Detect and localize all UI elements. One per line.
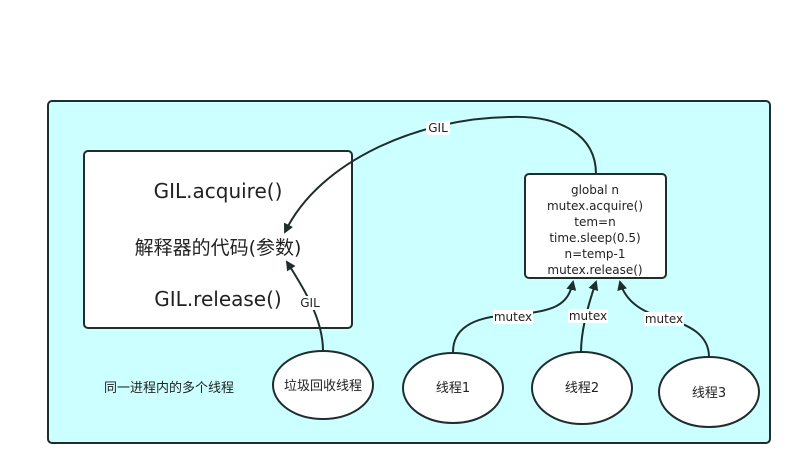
code-line: time.sleep(0.5) — [549, 231, 640, 245]
gil-top-label-bg — [426, 121, 450, 135]
gil-acquire-text: GIL.acquire() — [154, 179, 283, 203]
thread-label: 线程2 — [565, 381, 599, 396]
thread-node — [402, 352, 504, 424]
code-line: global n — [571, 183, 619, 197]
code-line: tem=n — [574, 215, 615, 229]
thread-label: 线程3 — [692, 386, 726, 401]
gil-edge-top — [284, 115, 597, 234]
gil-top-label: GIL — [428, 121, 448, 135]
code-line: mutex.release() — [547, 263, 642, 277]
interpreter-code-text: 解释器的代码(参数) — [135, 237, 302, 259]
code-line: mutex.acquire() — [547, 199, 643, 213]
code-line: n=temp-1 — [564, 247, 625, 261]
gc-thread-label: 垃圾回收线程 — [284, 379, 362, 394]
process-caption: 同一进程内的多个线程 — [104, 380, 234, 396]
mutex-label-bg — [493, 310, 533, 324]
gc-thread-node — [272, 350, 374, 420]
mutex-label: mutex — [494, 310, 532, 324]
gil-gc-label-bg — [298, 296, 322, 310]
mutex-label-bg — [568, 309, 608, 323]
mutex-label-bg — [644, 312, 684, 326]
interpreter-box — [83, 150, 353, 329]
thread-label: 线程1 — [436, 381, 470, 396]
gil-release-text: GIL.release() — [154, 287, 281, 311]
gil-gc-label: GIL — [300, 296, 320, 310]
thread-node — [658, 356, 760, 428]
mutex-label: mutex — [645, 312, 683, 326]
mutex-label: mutex — [569, 309, 607, 323]
thread-node — [531, 351, 633, 425]
